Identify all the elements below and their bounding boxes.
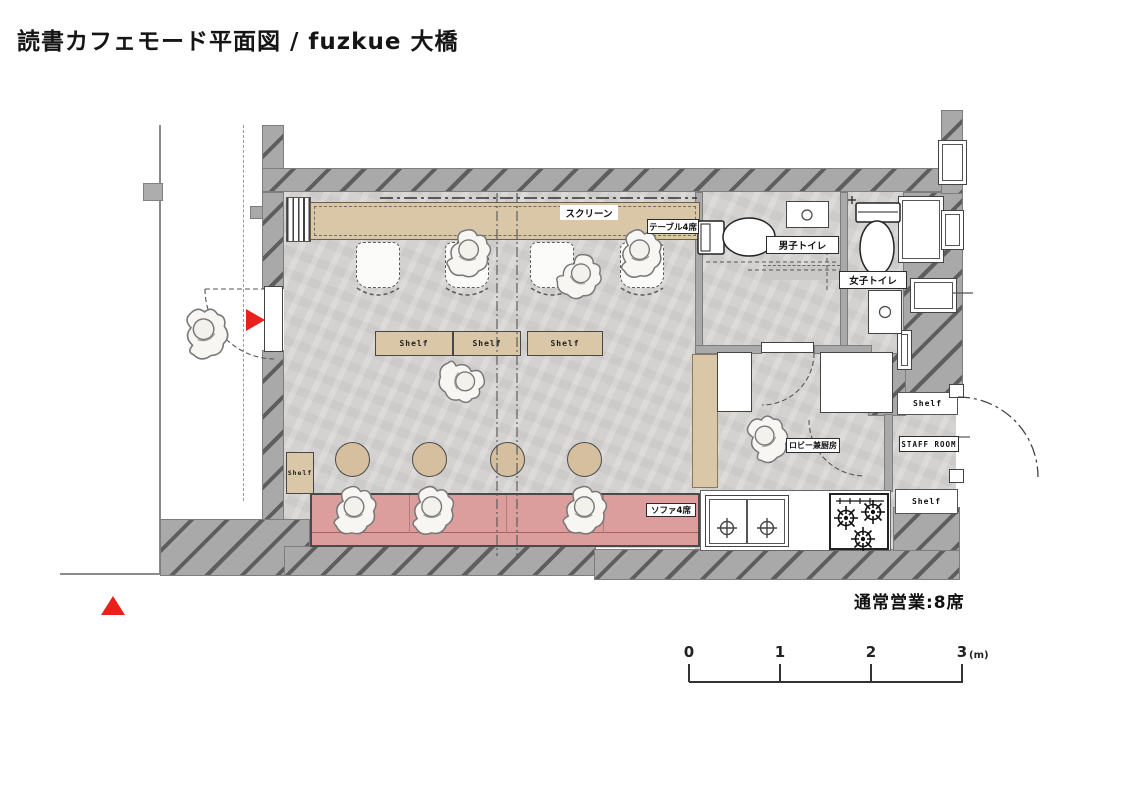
- round-table: [335, 442, 370, 477]
- person-entering: [176, 300, 236, 364]
- person-at-table: [617, 226, 665, 280]
- wall-toilet-left: [695, 192, 703, 348]
- window-box: [897, 330, 912, 370]
- womens-toilet-fixture: [848, 196, 901, 276]
- scale-number: 0: [683, 643, 695, 661]
- counter: [717, 352, 752, 412]
- person-on-sofa: [333, 485, 377, 535]
- chair-backrests: [356, 287, 664, 296]
- scale-number: 3: [956, 643, 968, 661]
- wall-left-lower: [262, 350, 284, 520]
- door-post: [949, 469, 964, 483]
- setback-dashed-line: [243, 125, 244, 501]
- drain-icon: [716, 517, 738, 539]
- wall-left: [262, 192, 284, 289]
- sink-drain: [878, 305, 892, 319]
- person-standing: [551, 246, 610, 307]
- burner-icon: [833, 505, 859, 531]
- page-title: 読書カフェモード平面図 / fuzkue 大橋: [17, 29, 459, 55]
- lobby-kitchen-label: ロビー兼厨房: [786, 438, 840, 453]
- drain-icon: [756, 517, 778, 539]
- wall-toilet-divider: [840, 192, 848, 346]
- shelf: Shelf: [453, 331, 521, 356]
- stove-controls: [836, 498, 884, 504]
- kitchen-sink: [705, 495, 789, 547]
- main-entrance-door-swing: [957, 396, 1039, 478]
- sink-drain: [801, 209, 813, 221]
- screen-label: スクリーン: [560, 205, 618, 220]
- shelf: Shelf: [286, 452, 314, 494]
- property-marker: [143, 183, 163, 201]
- scale-unit: (m): [969, 650, 989, 661]
- wall-tab: [250, 206, 263, 219]
- scale-tick: [870, 664, 872, 682]
- scale-tick: [688, 664, 690, 682]
- wall-lobby-a: [695, 345, 762, 354]
- sink: [786, 201, 829, 228]
- survey-ticks: [952, 292, 973, 438]
- property-line-left: [159, 125, 161, 573]
- scale-number: 2: [865, 643, 877, 661]
- counter: [820, 352, 893, 413]
- window-box: [938, 140, 967, 185]
- wall-staff-bottom: [893, 507, 960, 551]
- wall-staff-left: [884, 414, 893, 492]
- cabinet: [692, 354, 718, 488]
- wall-bottom-right: [594, 549, 960, 580]
- wall-lobby-b: [814, 345, 872, 354]
- person-on-sofa: [561, 484, 609, 537]
- scale-tick: [779, 664, 781, 682]
- shelf: Shelf: [527, 331, 603, 356]
- entrance-door-swing: [204, 288, 276, 360]
- person-at-table: [444, 226, 494, 281]
- mens-toilet-label: 男子トイレ: [766, 236, 839, 254]
- staff-door-swing: [808, 419, 866, 477]
- mens-toilet-fixture: [697, 217, 776, 257]
- round-table: [567, 442, 602, 477]
- womens-toilet-label: 女子トイレ: [839, 271, 907, 289]
- person-on-sofa: [409, 484, 457, 536]
- floor-step: [763, 265, 840, 280]
- scale-baseline: [689, 681, 963, 683]
- entrance-arrow-icon: [246, 309, 265, 331]
- lobby-door: [761, 342, 814, 353]
- person-browsing: [436, 359, 487, 405]
- capacity-note: 通常営業:8席: [854, 593, 965, 613]
- table-seats-label: テーブル4席: [647, 219, 699, 234]
- shelf: Shelf: [895, 489, 958, 514]
- burner-icon: [850, 526, 876, 552]
- sink: [868, 290, 902, 334]
- chair: [356, 242, 400, 288]
- shelf: Shelf: [375, 331, 453, 356]
- people: [176, 226, 798, 537]
- entrance-door: [264, 286, 283, 352]
- door-post: [949, 384, 964, 398]
- round-table: [412, 442, 447, 477]
- wall-bottom: [284, 546, 596, 576]
- window-recess: [910, 278, 957, 313]
- shelf: Shelf: [897, 392, 958, 415]
- sofa-seats-label: ソファ4席: [646, 503, 696, 517]
- round-table: [490, 442, 525, 477]
- wall-left-upper: [262, 125, 284, 169]
- scale-tick: [961, 664, 963, 682]
- lobby-door-swing: [761, 352, 815, 406]
- wall-top: [262, 168, 959, 192]
- burner-icon: [860, 499, 886, 525]
- north-arrow-icon: [101, 596, 125, 615]
- scale-number: 1: [774, 643, 786, 661]
- staff-room-label: STAFF ROOM: [899, 436, 959, 452]
- shelf-unit: Shelf Shelf Shelf: [375, 331, 603, 356]
- window-box: [941, 210, 964, 250]
